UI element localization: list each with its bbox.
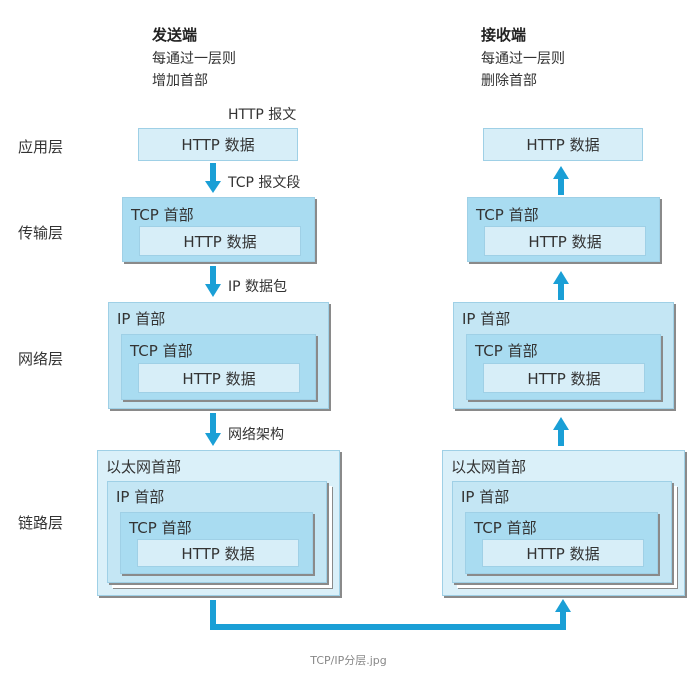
- sender-link-ethernet-box: 以太网首部 IP 首部 TCP 首部 HTTP 数据: [97, 450, 340, 596]
- layer-label-network: 网络层: [18, 350, 64, 368]
- ip-header-text: IP 首部: [117, 310, 166, 328]
- receiver-transport-http-data: HTTP 数据: [484, 226, 646, 256]
- receiver-transport-tcp-box: TCP 首部 HTTP 数据: [467, 197, 660, 262]
- layer-label-application: 应用层: [18, 138, 64, 156]
- tcp-header-text: TCP 首部: [131, 206, 194, 224]
- sender-network-http-data: HTTP 数据: [138, 363, 300, 393]
- sender-link-ip-box: IP 首部 TCP 首部 HTTP 数据: [107, 481, 327, 583]
- sender-network-ip-box: IP 首部 TCP 首部 HTTP 数据: [108, 302, 329, 409]
- receiver-link-ip-box: IP 首部 TCP 首部 HTTP 数据: [452, 481, 672, 583]
- image-caption: TCP/IP分层.jpg: [310, 654, 387, 667]
- ethernet-header-text: 以太网首部: [106, 458, 182, 476]
- tcp-header-text: TCP 首部: [129, 519, 192, 537]
- label-http-message: HTTP 报文: [228, 107, 297, 123]
- receiver-desc-line1: 每通过一层则: [481, 51, 565, 67]
- receiver-link-http-data: HTTP 数据: [482, 539, 644, 567]
- ip-header-text: IP 首部: [116, 488, 165, 506]
- receiver-title: 接收端: [481, 26, 527, 44]
- http-data-text: HTTP 数据: [183, 232, 257, 251]
- sender-transport-http-data: HTTP 数据: [139, 226, 301, 256]
- layer-label-link: 链路层: [18, 514, 64, 532]
- http-data-text: HTTP 数据: [181, 544, 255, 563]
- label-tcp-segment: TCP 报文段: [228, 175, 301, 191]
- http-data-text: HTTP 数据: [526, 544, 600, 563]
- receiver-network-ip-box: IP 首部 TCP 首部 HTTP 数据: [453, 302, 674, 409]
- ethernet-header-text: 以太网首部: [451, 458, 527, 476]
- sender-desc-line2: 增加首部: [152, 73, 208, 89]
- ip-header-text: IP 首部: [461, 488, 510, 506]
- receiver-network-http-data: HTTP 数据: [483, 363, 645, 393]
- label-ip-packet: IP 数据包: [228, 279, 288, 295]
- receiver-network-tcp-box: TCP 首部 HTTP 数据: [466, 334, 661, 400]
- tcp-header-text: TCP 首部: [475, 342, 538, 360]
- arrow-down-network-to-link: [205, 413, 221, 446]
- http-data-text: HTTP 数据: [182, 369, 256, 388]
- arrow-up-transport-to-app: [553, 166, 569, 195]
- receiver-desc-line2: 删除首部: [481, 73, 537, 89]
- arrow-bottom-connection: [210, 599, 571, 630]
- tcp-header-text: TCP 首部: [130, 342, 193, 360]
- arrow-down-transport-to-network: [205, 266, 221, 297]
- layer-label-transport: 传输层: [18, 224, 64, 242]
- receiver-app-http-data: HTTP 数据: [483, 128, 643, 161]
- sender-title: 发送端: [152, 26, 198, 44]
- sender-transport-tcp-box: TCP 首部 HTTP 数据: [122, 197, 315, 262]
- tcp-header-text: TCP 首部: [474, 519, 537, 537]
- receiver-link-ethernet-box: 以太网首部 IP 首部 TCP 首部 HTTP 数据: [442, 450, 685, 596]
- http-data-text: HTTP 数据: [527, 369, 601, 388]
- receiver-link-tcp-box: TCP 首部 HTTP 数据: [465, 512, 658, 574]
- label-network-frame: 网络架构: [228, 427, 284, 443]
- arrow-down-app-to-transport: [205, 163, 221, 193]
- http-data-text: HTTP 数据: [528, 232, 602, 251]
- ip-header-text: IP 首部: [462, 310, 511, 328]
- sender-desc-line1: 每通过一层则: [152, 51, 236, 67]
- sender-network-tcp-box: TCP 首部 HTTP 数据: [121, 334, 316, 400]
- tcp-header-text: TCP 首部: [476, 206, 539, 224]
- sender-app-http-data: HTTP 数据: [138, 128, 298, 161]
- arrow-up-network-to-transport: [553, 271, 569, 300]
- http-data-text: HTTP 数据: [526, 136, 600, 154]
- sender-link-http-data: HTTP 数据: [137, 539, 299, 567]
- arrow-up-link-to-network: [553, 417, 569, 446]
- http-data-text: HTTP 数据: [181, 136, 255, 154]
- sender-link-tcp-box: TCP 首部 HTTP 数据: [120, 512, 313, 574]
